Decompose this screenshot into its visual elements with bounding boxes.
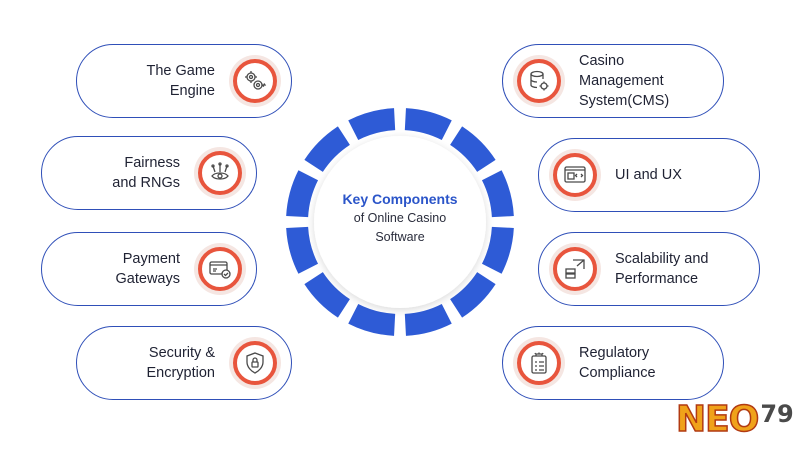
center-subtitle-line1: of Online Casino xyxy=(353,211,447,225)
card-label: Casino Management System(CMS) xyxy=(579,53,670,109)
ring-segment xyxy=(450,272,496,318)
gears-icon xyxy=(229,55,281,107)
card-label: The Game Engine xyxy=(146,63,216,99)
card-uiux: UI and UX xyxy=(538,138,760,212)
center-title: Key Components xyxy=(342,191,458,207)
card-label: UI and UX xyxy=(615,167,682,183)
card-check-icon xyxy=(194,243,246,295)
card-label: Security & Encryption xyxy=(146,345,215,381)
card-label: Fairness and RNGs xyxy=(112,155,180,191)
ring-segment xyxy=(348,108,396,141)
eye-network-icon xyxy=(194,147,246,199)
scale-arrow-icon xyxy=(549,243,601,295)
ring-segment xyxy=(404,303,452,336)
ring-segment xyxy=(404,108,452,141)
shield-lock-icon xyxy=(229,337,281,389)
card-fairness: Fairness and RNGs xyxy=(41,136,257,210)
ring-segment xyxy=(286,170,319,218)
ring-segment xyxy=(348,303,396,336)
card-label: Payment Gateways xyxy=(115,251,180,287)
database-gear-icon xyxy=(513,55,565,107)
card-scalability: Scalability and Performance xyxy=(538,232,760,306)
card-regulatory: Regulatory Compliance xyxy=(502,326,724,400)
logo-number: 79 xyxy=(760,400,794,428)
logo-text: NEO xyxy=(675,399,760,441)
ring-segment xyxy=(481,170,514,218)
clipboard-stars-icon xyxy=(513,337,565,389)
card-game-engine: The Game Engine xyxy=(76,44,292,118)
neo79-logo: NEO 79 xyxy=(675,398,794,442)
ring-segment xyxy=(304,126,350,172)
center-subtitle-line2: Software xyxy=(375,230,425,244)
ring-segment xyxy=(450,126,496,172)
ring-segment xyxy=(481,226,514,274)
ring-segment xyxy=(304,272,350,318)
ring-segment xyxy=(286,226,319,274)
card-cms: Casino Management System(CMS) xyxy=(502,44,724,118)
browser-window-icon xyxy=(549,149,601,201)
center-label: Key Components of Online Casino Software xyxy=(320,190,480,247)
card-label: Regulatory Compliance xyxy=(579,345,656,381)
card-label: Scalability and Performance xyxy=(615,251,709,287)
card-security: Security & Encryption xyxy=(76,326,292,400)
center-disk xyxy=(314,136,486,308)
card-payment: Payment Gateways xyxy=(41,232,257,306)
